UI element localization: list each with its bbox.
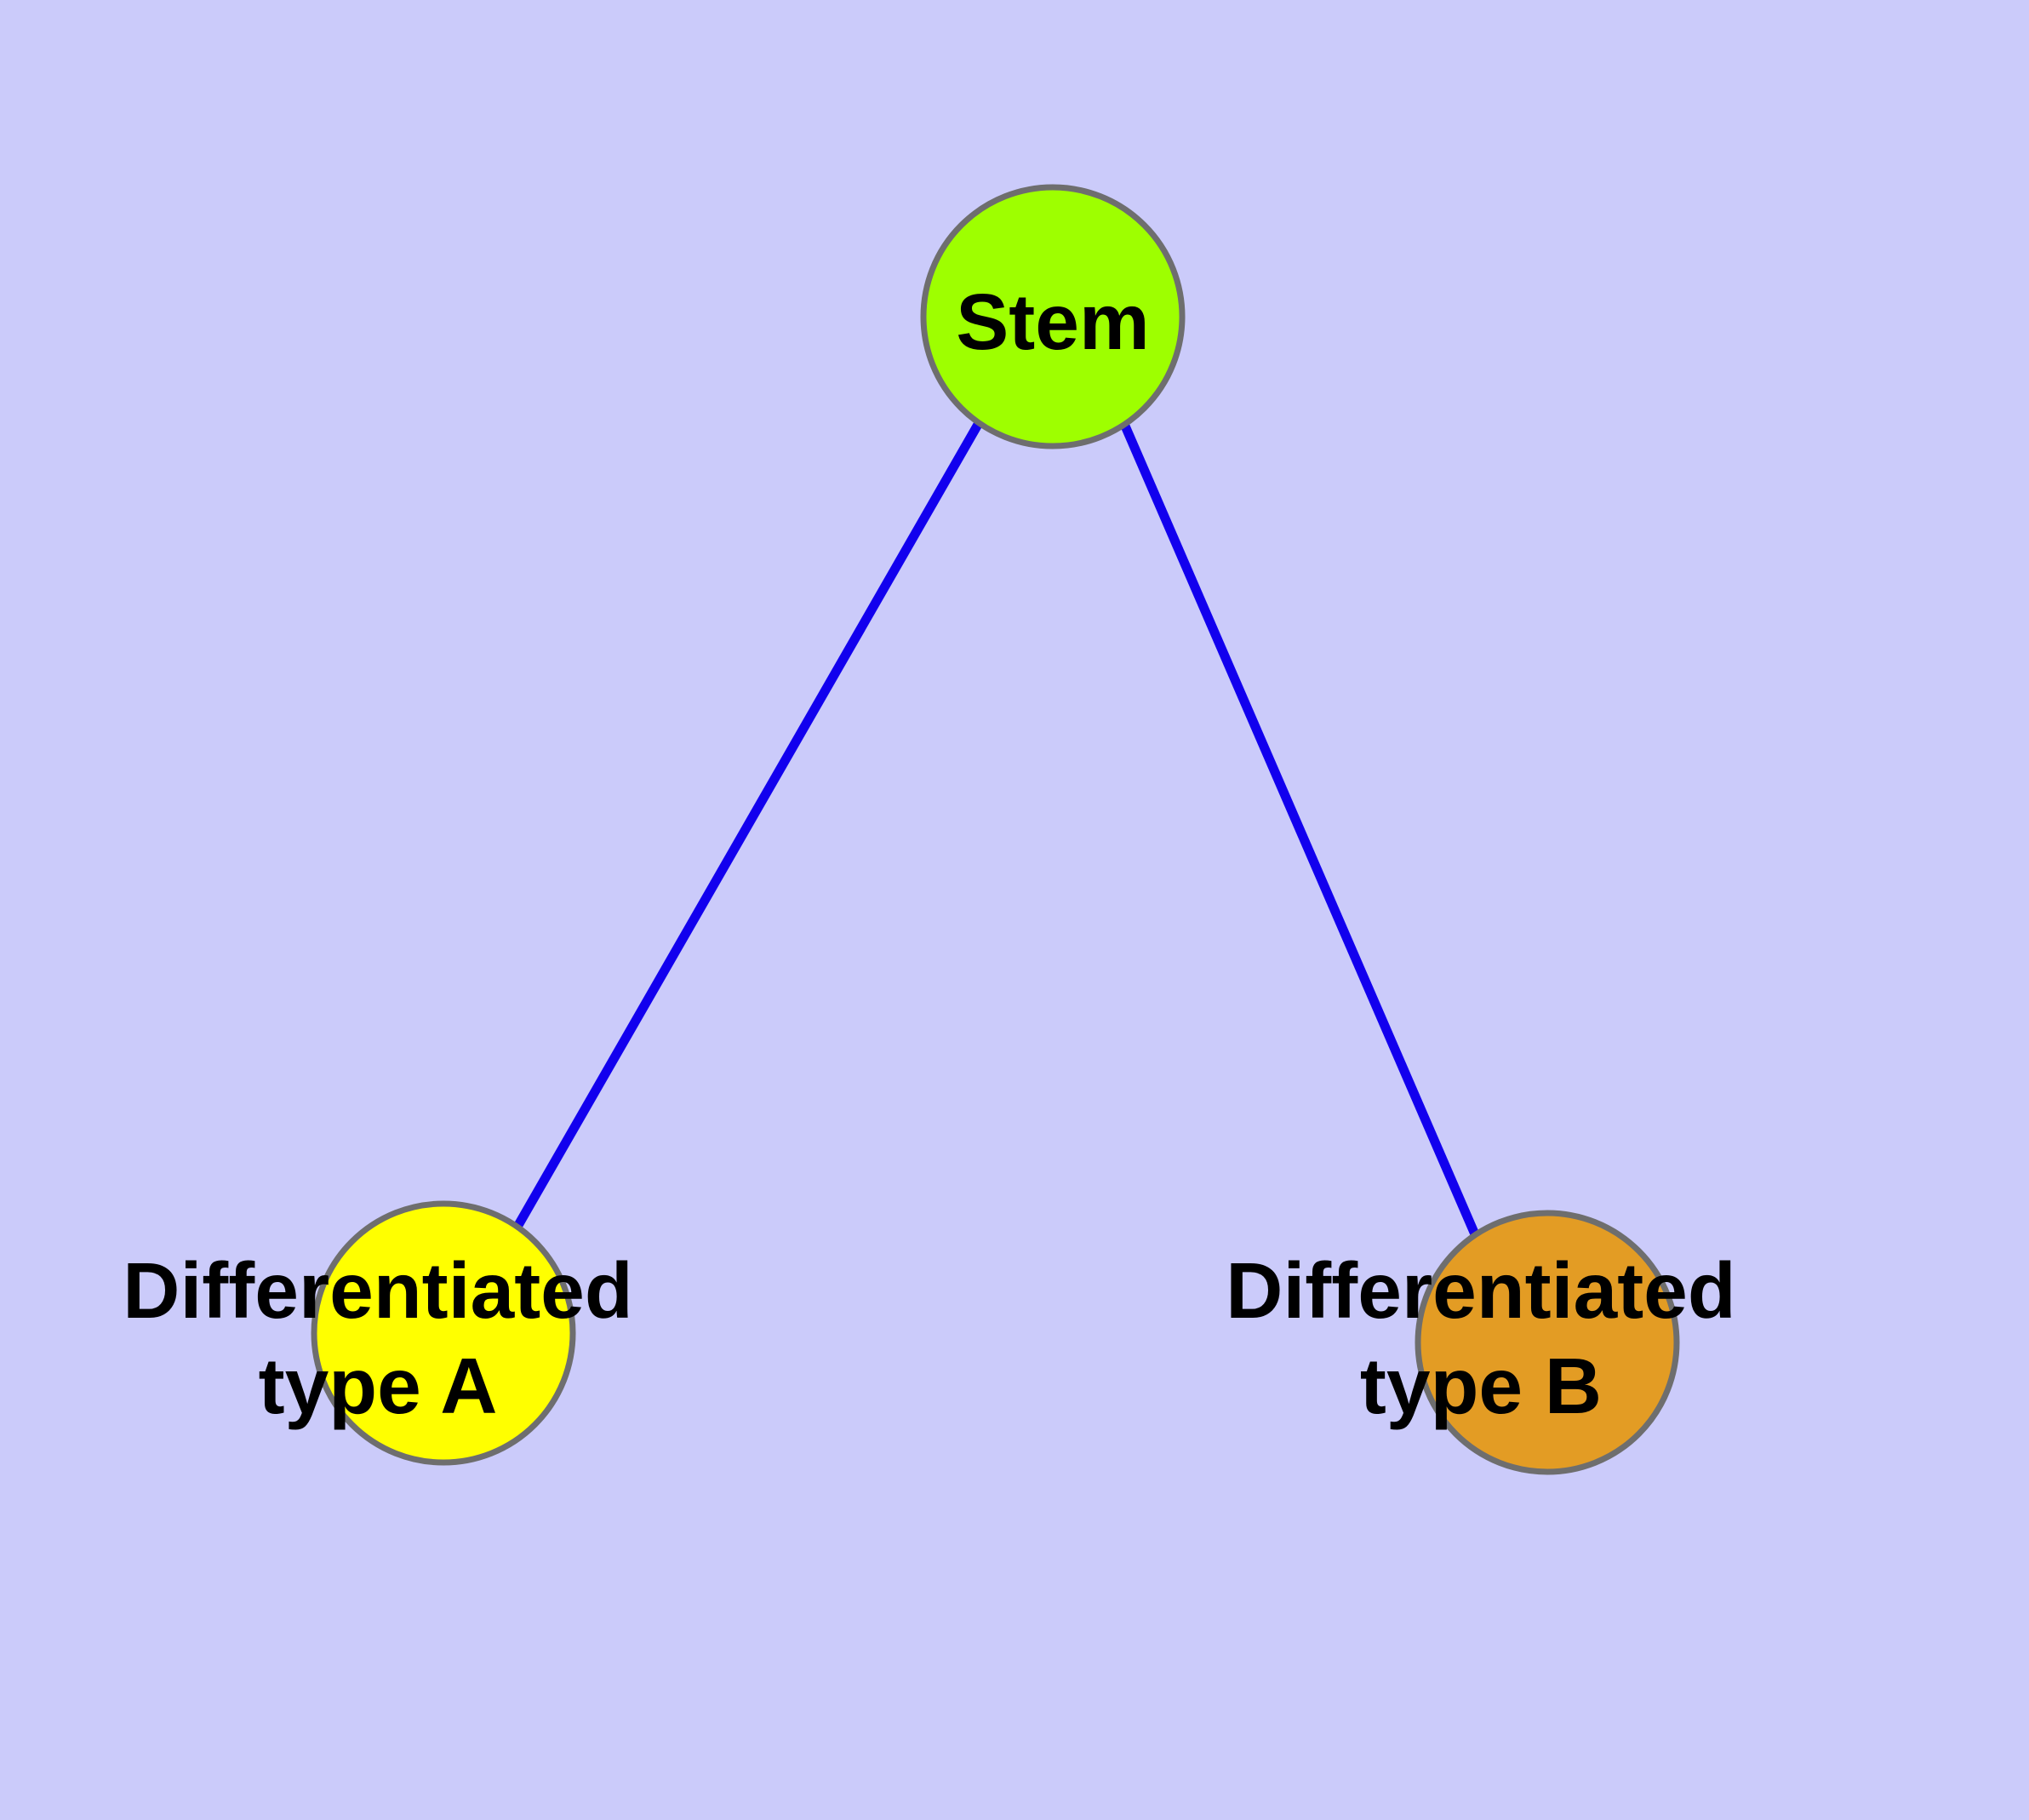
nodes-layer: [311, 184, 1680, 1475]
node-label-diff-type-b-line-1: Differentiated: [1226, 1246, 1735, 1335]
graph-node-diff-type-b[interactable]: [1415, 1210, 1680, 1475]
graph-edge-stem-to-diff-type-b[interactable]: [1119, 421, 1480, 1237]
node-label-stem-line-1: Stem: [956, 278, 1149, 366]
graph-edge-stem-to-diff-type-a[interactable]: [513, 421, 983, 1229]
node-label-diff-type-b-line-2: type B: [1360, 1342, 1602, 1430]
graph-node-diff-type-a[interactable]: [311, 1200, 576, 1466]
graph-node-stem[interactable]: [920, 184, 1186, 449]
node-label-diff-type-a-line-1: Differentiated: [123, 1246, 632, 1335]
edges-layer: [513, 421, 1480, 1237]
node-label-diff-type-a-line-2: type A: [259, 1342, 498, 1430]
